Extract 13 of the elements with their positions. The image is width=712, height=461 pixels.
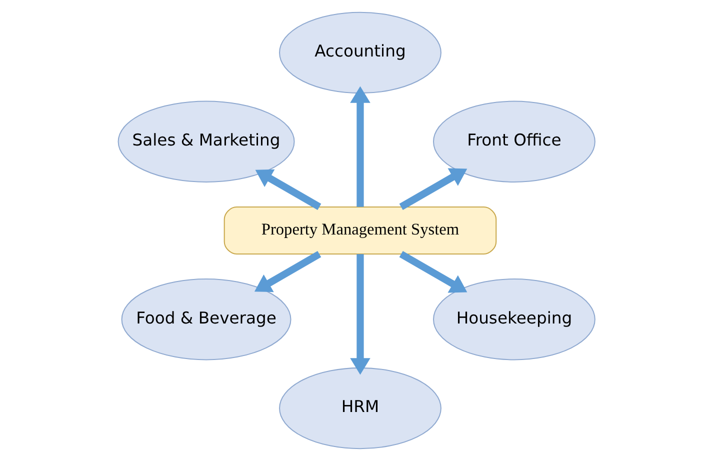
node-ellipse: Food & Beverage [120, 278, 291, 360]
node-ellipse: Front Office [432, 100, 595, 182]
node-ellipse: Sales & Marketing [117, 100, 294, 182]
arrow [398, 250, 467, 293]
node-ellipse: HRM [278, 367, 441, 450]
node-box: Property Management System [223, 206, 496, 254]
arrow [350, 254, 370, 375]
arrow [254, 250, 321, 292]
node-ellipse: Accounting [278, 12, 441, 94]
arrow [254, 169, 321, 210]
arrow [398, 168, 467, 210]
node-ellipse: Housekeeping [432, 278, 595, 360]
arrow [350, 86, 370, 207]
